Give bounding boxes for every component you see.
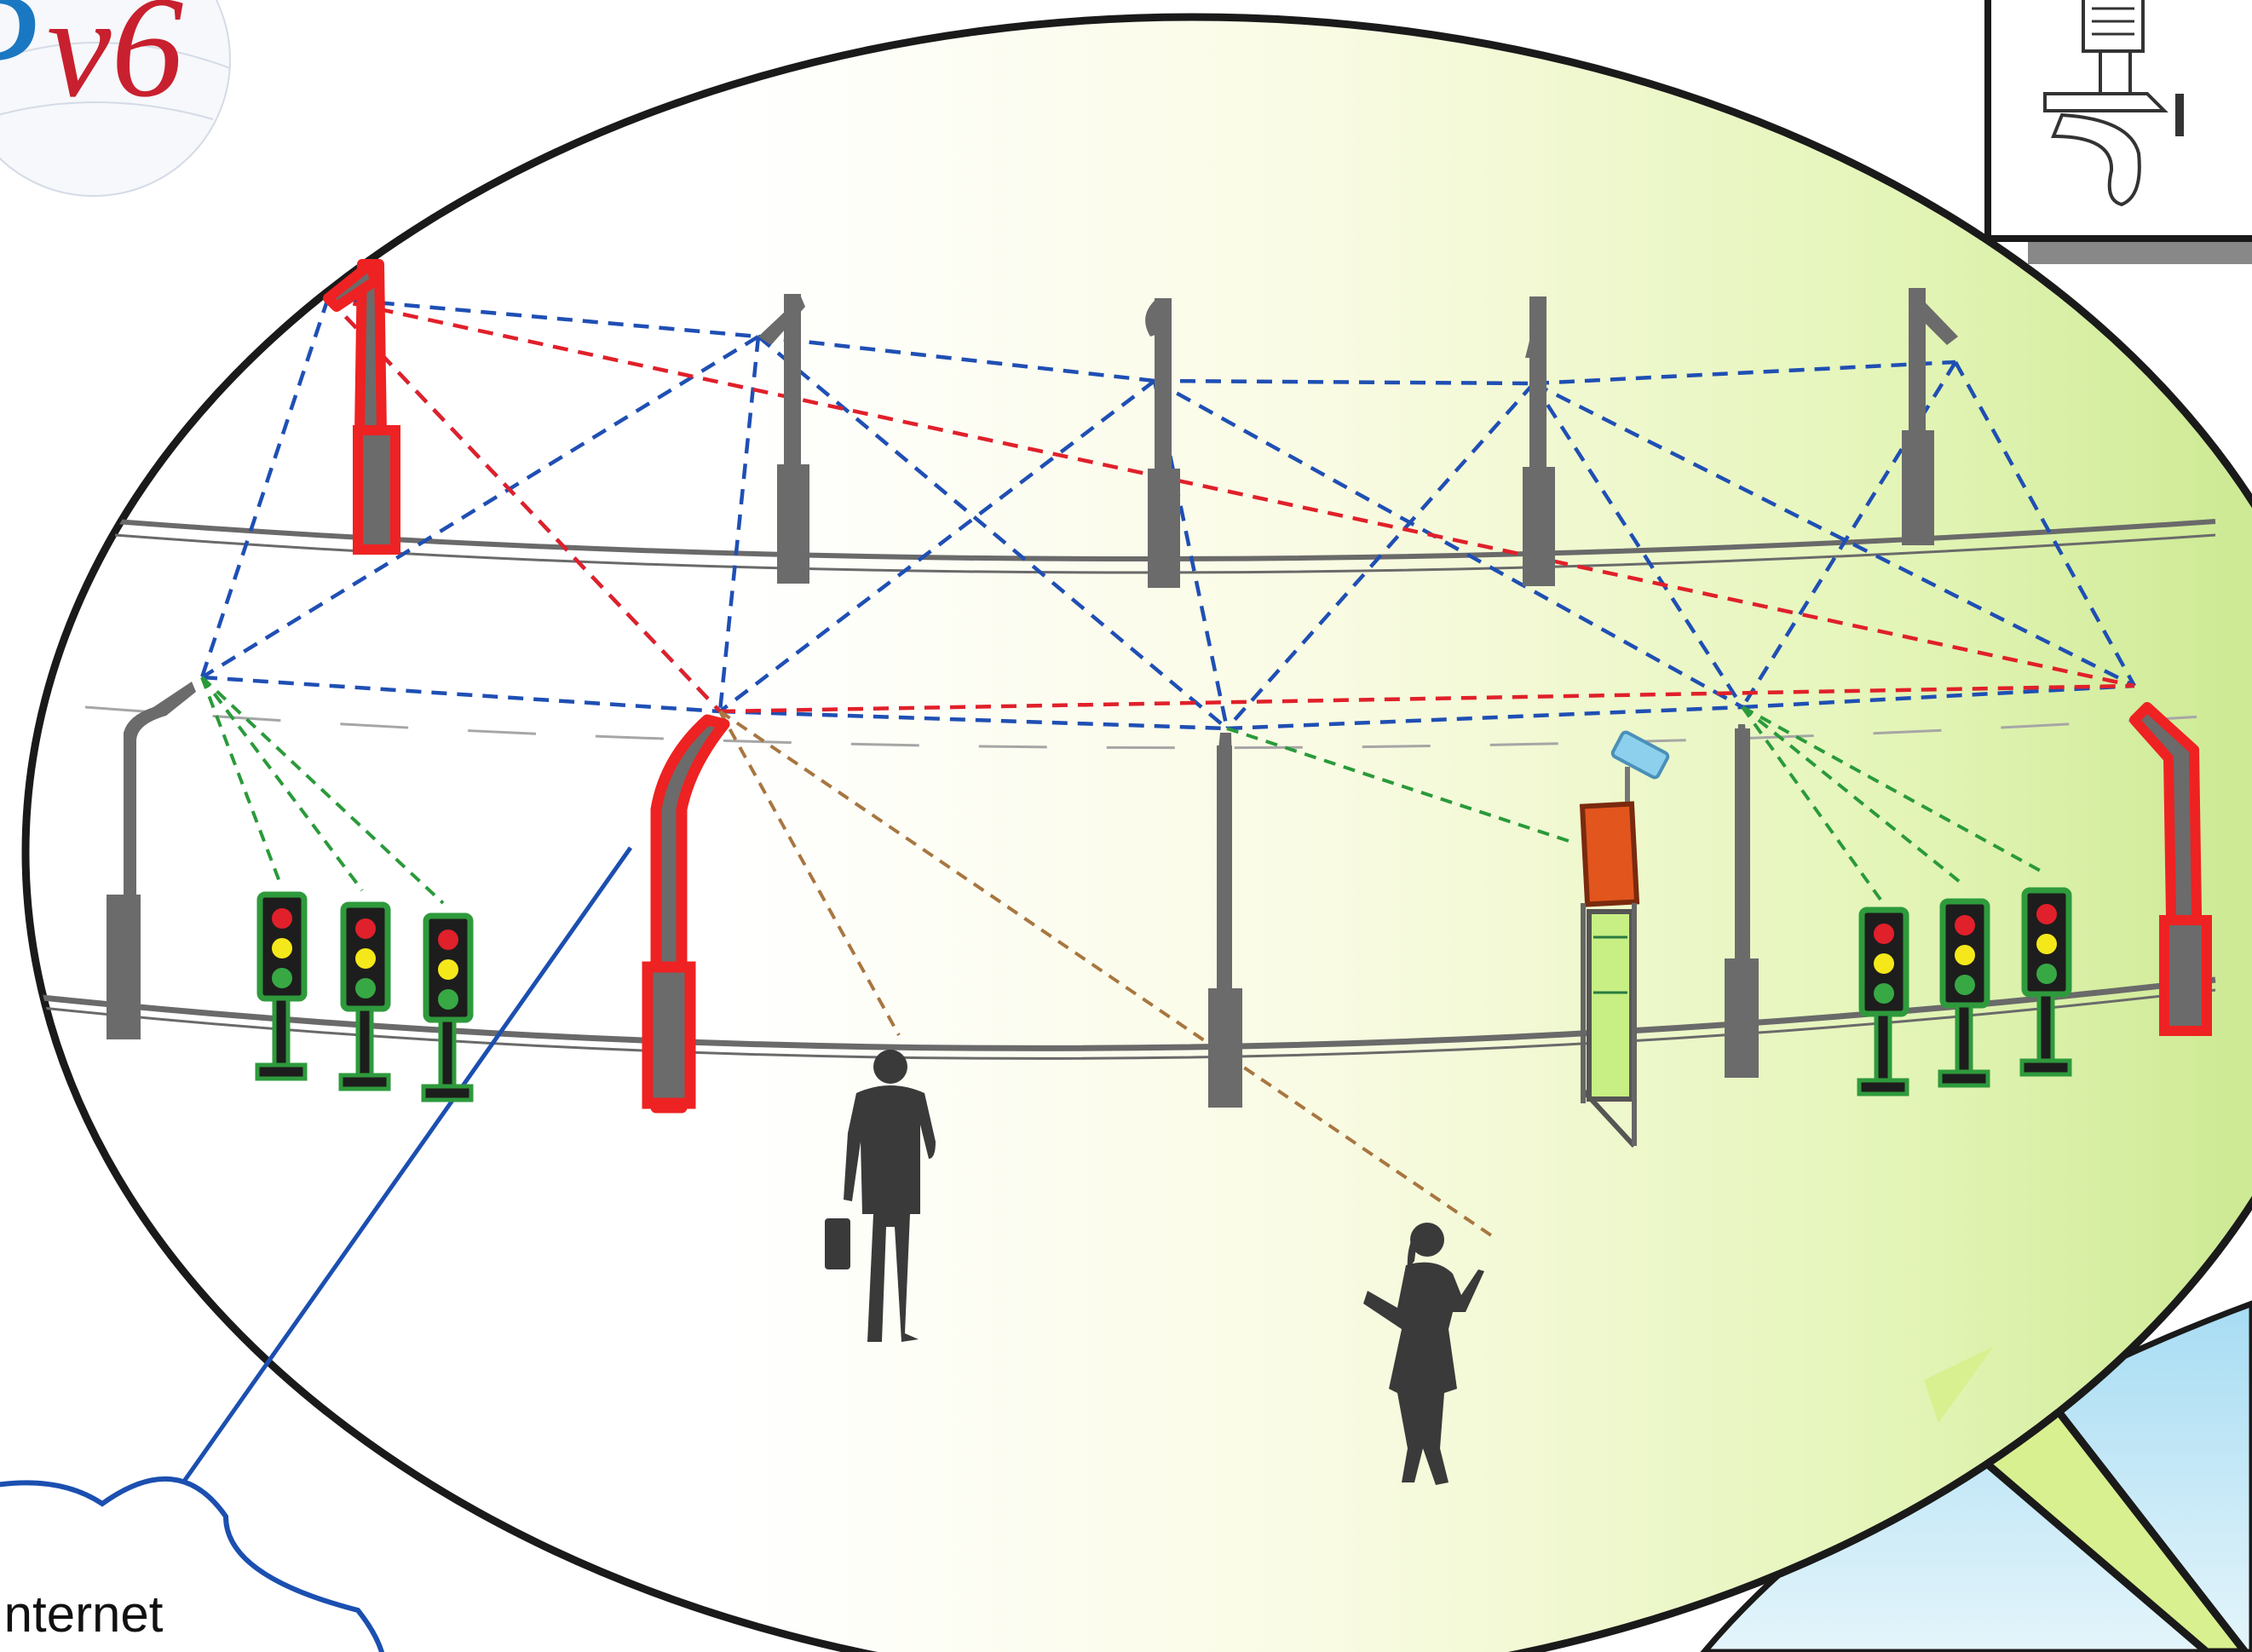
traffic-light-icon [421,912,474,1102]
logo-text: P [0,0,39,138]
streetlight-icon [1145,298,1180,588]
streetlight-icon [323,259,400,555]
digital-sign-icon [1579,767,1640,1148]
streetlight-icon [1523,296,1555,586]
streetlight-icon [1208,733,1242,1108]
streetlight-icon [107,682,196,1039]
streetlight-icon [1725,724,1759,1078]
svg-text:v6: v6 [47,0,183,127]
road-center-line [84,705,2216,750]
device-links [200,676,2046,905]
internet-label: Internet [0,1586,164,1643]
streetlight-icon [642,714,730,1114]
traffic-light-icon [1938,898,1990,1088]
person-icon [1363,1223,1484,1485]
camera-icon [1610,730,1670,780]
faucet-icon [1984,0,2252,264]
phone-links [718,710,1493,1237]
logo: P v6 [0,0,231,197]
streetlight-icon [758,294,809,584]
internet-uplink [181,846,633,1484]
cloud-icon [0,1476,385,1652]
traffic-light-icon [1857,907,1909,1097]
streetlight-icon [2129,702,2212,1036]
person-icon [825,1050,936,1342]
traffic-light-icon [338,901,391,1091]
zoom-bubble [21,13,2252,1652]
streetlight-icon [1902,288,1958,545]
route-links [326,296,2135,714]
traffic-light-icon [2019,887,2072,1077]
traffic-light-icon [255,891,308,1081]
